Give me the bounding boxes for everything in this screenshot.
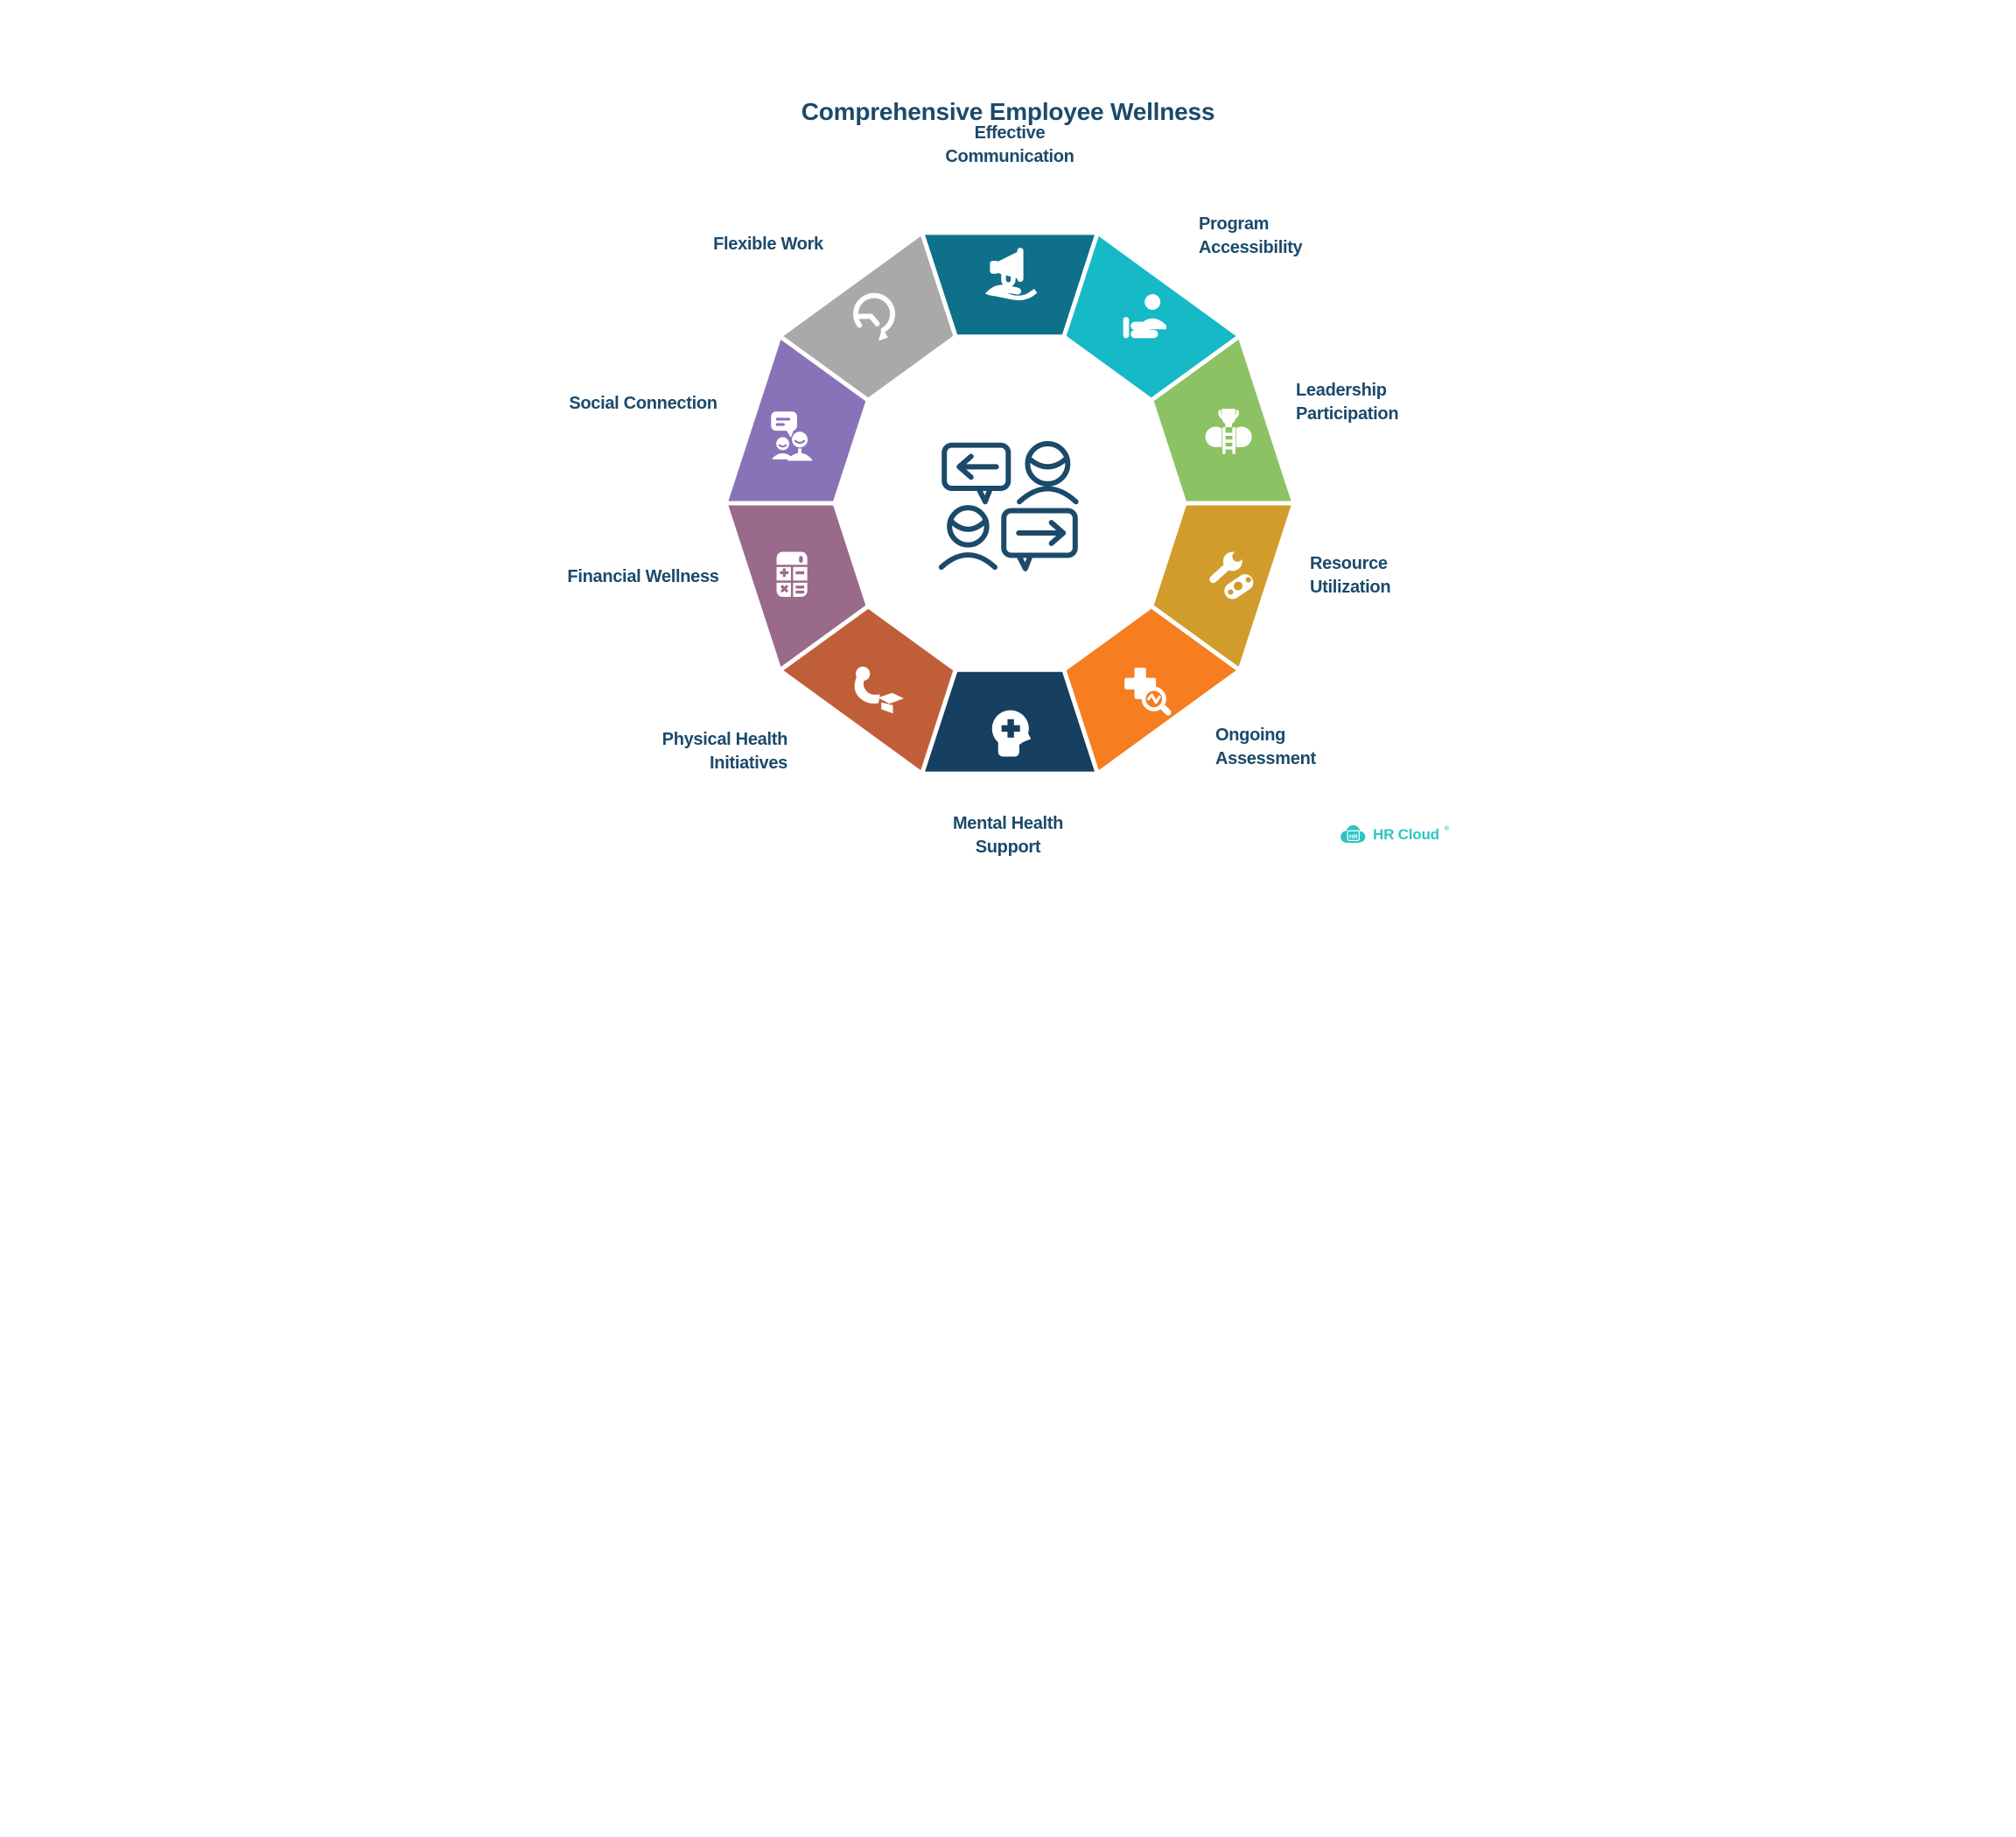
segment-label-flexible-work: Flexible Work	[713, 235, 824, 254]
head-cross-icon	[991, 710, 1032, 757]
megaphone-hand-icon	[984, 248, 1038, 301]
chat-people-icon	[771, 411, 813, 461]
page-title: Comprehensive Employee Wellness	[801, 98, 1215, 125]
segment-flexible-work: Flexible Work	[713, 230, 958, 403]
hr-cloud-logo: HR HR Cloud ®	[1338, 824, 1449, 845]
infographic-canvas: Comprehensive Employee Wellness Effectiv…	[504, 0, 1512, 919]
segment-social-connection: Social Connection	[569, 333, 871, 506]
tools-icon	[1209, 551, 1254, 599]
flexible-time-icon	[853, 292, 895, 341]
person-desk-icon	[1123, 294, 1166, 339]
segment-label-financial-wellness: Financial Wellness	[567, 567, 718, 586]
hr-cloud-badge-icon: HR	[1340, 824, 1366, 844]
segment-financial-wellness: Financial Wellness	[567, 501, 871, 673]
logo-badge-text: HR	[1349, 834, 1358, 840]
calculator-icon	[776, 551, 808, 598]
trophy-ladder-icon	[1205, 409, 1252, 454]
logo-registered-mark: ®	[1444, 826, 1450, 832]
logo-text: HR Cloud	[1373, 826, 1439, 843]
segment-label-social-connection: Social Connection	[569, 394, 717, 413]
strength-icon	[854, 666, 904, 714]
conversation-icon	[938, 441, 1079, 571]
medical-search-icon	[1124, 667, 1172, 716]
